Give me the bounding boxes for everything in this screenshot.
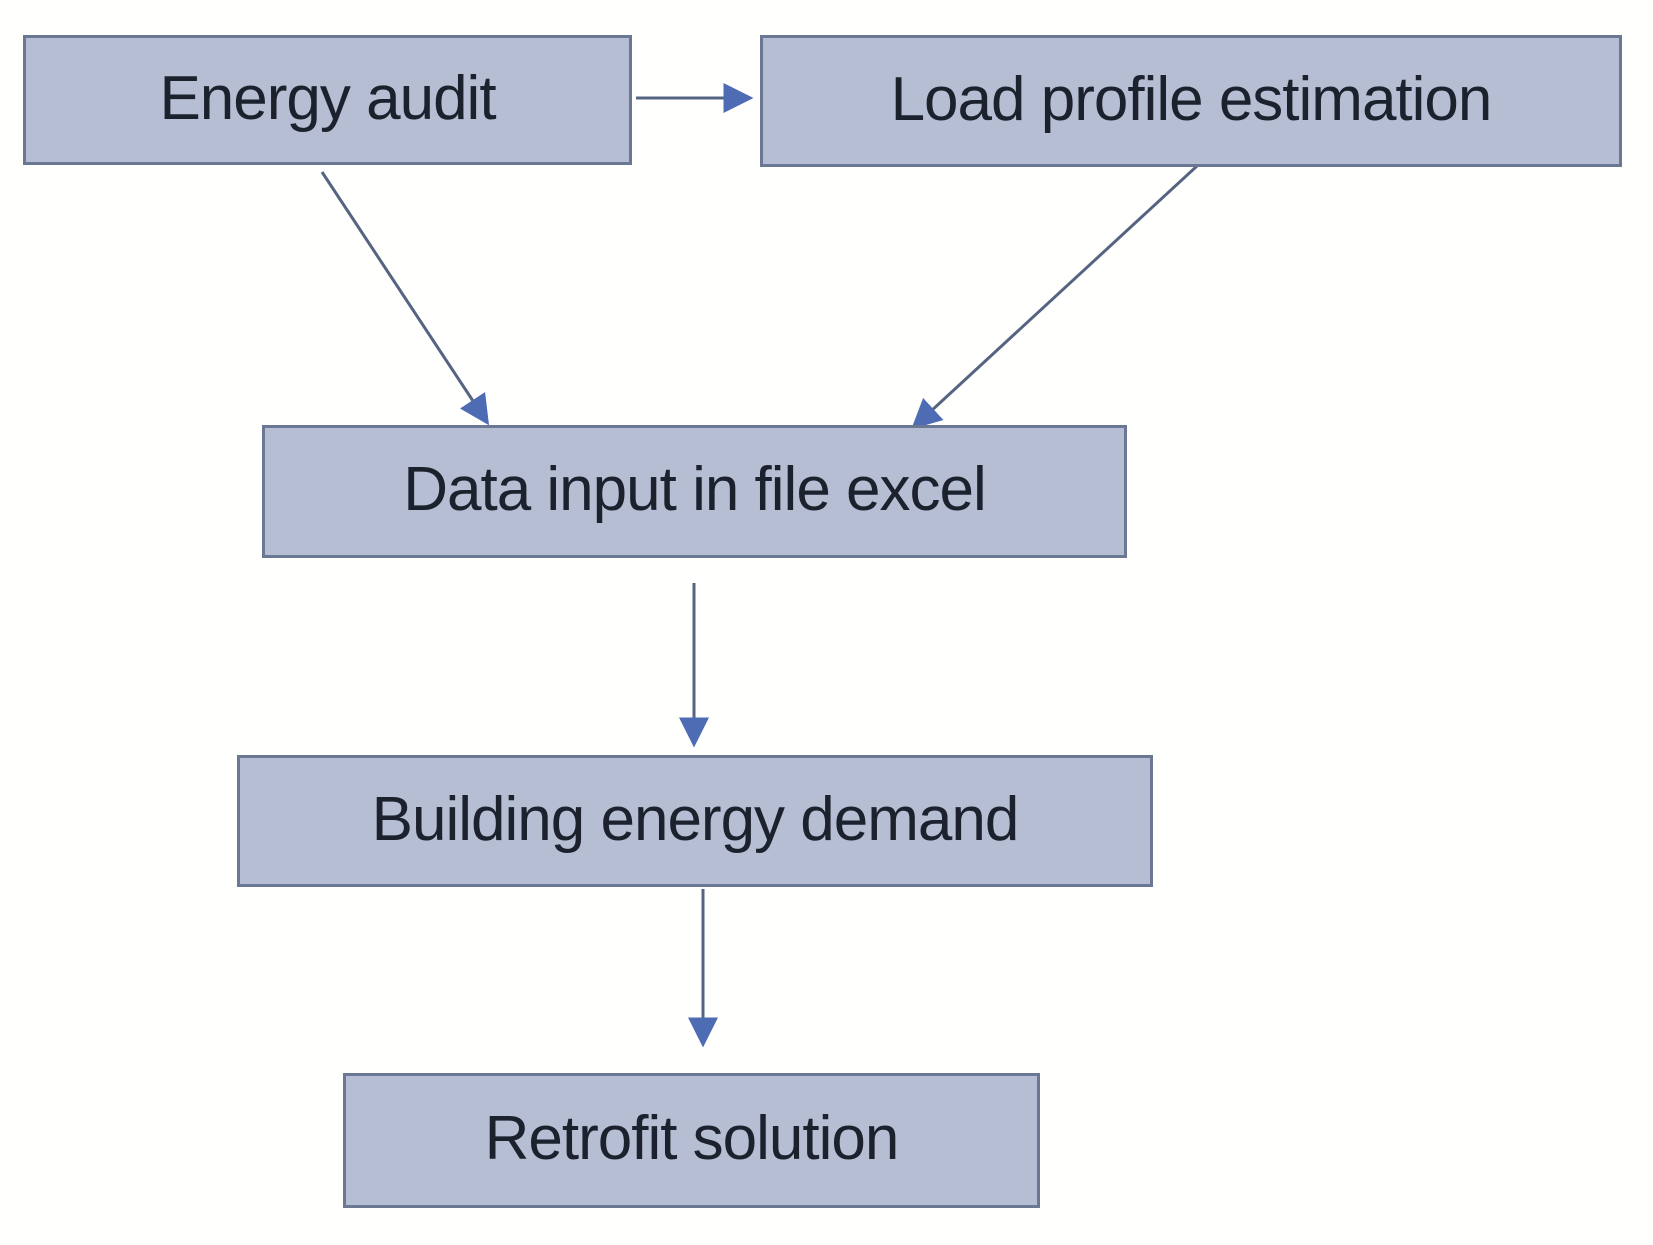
node-building-energy-demand-label: Building energy demand [371, 784, 1020, 854]
node-load-profile-estimation-label: Load profile estimation [890, 64, 1493, 134]
node-retrofit-solution: Retrofit solution [343, 1073, 1040, 1208]
node-data-input-excel-label: Data input in file excel [403, 455, 987, 524]
node-building-energy-demand: Building energy demand [237, 755, 1153, 887]
node-data-input-excel: Data input in file excel [262, 425, 1127, 558]
node-load-profile-estimation: Load profile estimation [760, 35, 1622, 167]
node-energy-audit-label: Energy audit [159, 63, 496, 133]
edge-energy-audit-to-data-input [320, 171, 490, 426]
node-retrofit-solution-label: Retrofit solution [484, 1104, 900, 1173]
node-energy-audit: Energy audit [23, 35, 632, 165]
edge-load-profile-to-data-input [911, 164, 1199, 430]
